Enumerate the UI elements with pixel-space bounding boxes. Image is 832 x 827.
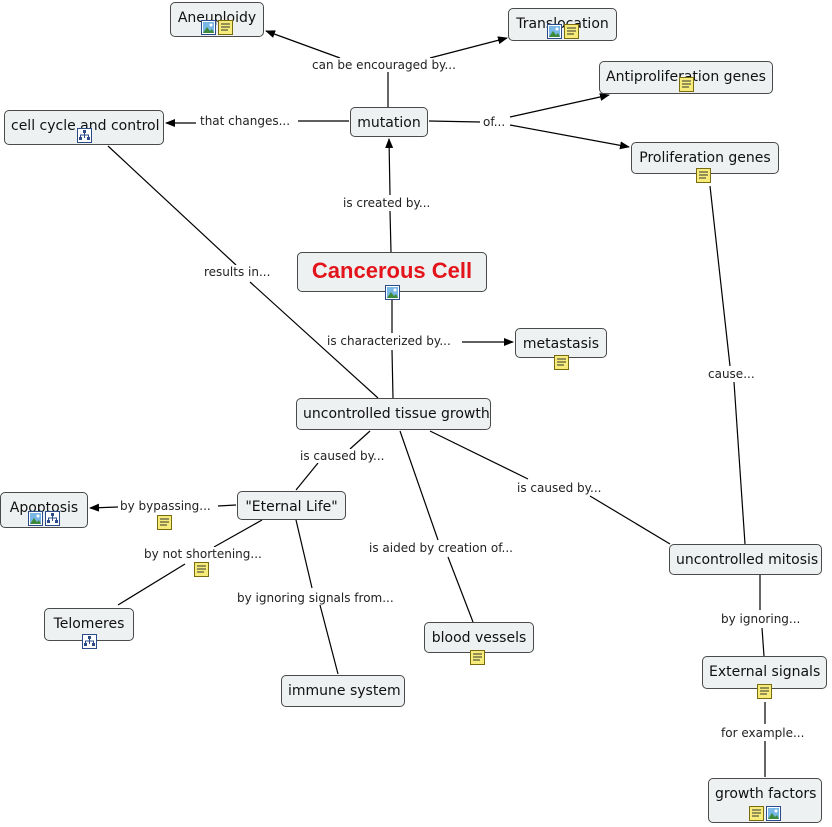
edge-of-to-antiproliferation xyxy=(509,93,610,118)
edge-ignoring-signals-to-immune xyxy=(319,604,339,675)
concept-map-resource-icon[interactable] xyxy=(76,128,92,143)
concept-label: growth factors xyxy=(715,786,817,802)
edge-encouraged-to-aneuploidy xyxy=(265,30,341,59)
note-resource-icon[interactable] xyxy=(470,650,485,665)
image-resource-icon[interactable] xyxy=(201,20,216,35)
edge-mutation-to-of-label xyxy=(428,120,481,123)
concept-label: Telomeres xyxy=(53,616,125,632)
note-resource-icon[interactable] xyxy=(218,20,233,35)
note-resource-icon[interactable] xyxy=(554,355,569,370)
concept-external-signals[interactable]: External signals xyxy=(702,656,827,689)
edge-cellcycle-to-results-label xyxy=(107,145,237,266)
link-that-changes[interactable]: that changes... xyxy=(198,114,293,128)
edge-eternal-to-bypassing-label xyxy=(217,504,237,507)
concept-eternal-life[interactable]: "Eternal Life" xyxy=(237,491,346,520)
edge-bypassing-to-apoptosis xyxy=(89,503,119,512)
concept-label: Apoptosis xyxy=(9,500,79,516)
concept-blood-vessels[interactable]: blood vessels xyxy=(424,622,534,653)
edge-eternal-to-shortening-label xyxy=(213,519,263,548)
edge-characterized-to-growth xyxy=(391,349,394,399)
concept-metastasis[interactable]: metastasis xyxy=(515,328,607,358)
note-resource-icon[interactable] xyxy=(749,806,764,821)
edge-cause-to-mitosis xyxy=(733,381,746,545)
link-for-example[interactable]: for example... xyxy=(719,726,807,740)
concept-growth-factors[interactable]: growth factors xyxy=(708,778,822,823)
image-resource-icon[interactable] xyxy=(546,24,562,39)
image-resource-icon[interactable] xyxy=(766,806,781,821)
concept-label: Proliferation genes xyxy=(639,150,771,166)
edge-shortening-to-telomeres xyxy=(117,563,186,606)
concept-label: blood vessels xyxy=(431,630,527,646)
concept-label: uncontrolled tissue growth xyxy=(303,406,490,422)
edge-causedby2-to-mitosis xyxy=(589,495,671,545)
concept-immune-system[interactable]: immune system xyxy=(281,675,405,707)
edge-of-to-proliferation xyxy=(509,124,630,150)
concept-label: Aneuploidy xyxy=(177,10,257,26)
edge-encouraged-to-translocation xyxy=(429,36,508,59)
note-resource-icon[interactable] xyxy=(157,515,172,530)
concept-translocation[interactable]: Translocation xyxy=(508,8,617,41)
concept-cell-cycle-and-control[interactable]: cell cycle and control xyxy=(4,110,164,145)
edge-growth-to-causedby1-label xyxy=(349,430,371,450)
link-by-ignoring-signals-from[interactable]: by ignoring signals from... xyxy=(235,591,396,605)
edge-causedby1-to-eternal xyxy=(295,462,319,491)
concept-map-resource-icon[interactable] xyxy=(82,634,97,649)
edge-aided-to-bloodvessels xyxy=(447,556,474,623)
concept-label: metastasis xyxy=(522,336,600,352)
edge-growth-to-causedby2-label xyxy=(429,430,529,480)
link-is-created-by[interactable]: is created by... xyxy=(341,196,433,210)
edge-proliferation-to-cause-label xyxy=(709,185,731,367)
concept-label: "Eternal Life" xyxy=(245,499,338,515)
concept-label: External signals xyxy=(709,664,821,680)
image-resource-icon[interactable] xyxy=(385,285,400,300)
note-resource-icon[interactable] xyxy=(194,562,209,577)
concept-mutation[interactable]: mutation xyxy=(350,107,428,137)
edge-results-to-growth xyxy=(249,281,379,399)
link-by-not-shortening[interactable]: by not shortening... xyxy=(142,547,264,561)
concept-uncontrolled-tissue-growth[interactable]: uncontrolled tissue growth xyxy=(296,398,491,430)
concept-label: cell cycle and control xyxy=(11,118,160,134)
note-resource-icon[interactable] xyxy=(757,684,772,699)
main-concept-label: Cancerous Cell xyxy=(311,258,473,283)
edge-ignoring-to-external xyxy=(761,627,765,657)
link-is-aided-by-creation-of[interactable]: is aided by creation of... xyxy=(367,541,515,555)
concept-map-resource-icon[interactable] xyxy=(45,511,60,526)
link-of[interactable]: of... xyxy=(481,115,508,129)
concept-aneuploidy[interactable]: Aneuploidy xyxy=(170,2,264,37)
concept-apoptosis[interactable]: Apoptosis xyxy=(0,492,88,528)
edge-created-to-mutation xyxy=(385,138,394,196)
link-is-characterized-by[interactable]: is characterized by... xyxy=(325,334,453,348)
link-cause[interactable]: cause... xyxy=(706,367,757,381)
concept-label: uncontrolled mitosis xyxy=(676,552,819,568)
edge-eternal-to-ignoring-signals-label xyxy=(295,519,313,589)
concept-label: mutation xyxy=(357,115,421,131)
link-is-caused-by-mitosis[interactable]: is caused by... xyxy=(515,481,604,495)
link-by-bypassing[interactable]: by bypassing... xyxy=(118,499,213,513)
link-results-in[interactable]: results in... xyxy=(202,265,273,279)
note-resource-icon[interactable] xyxy=(696,168,711,183)
note-resource-icon[interactable] xyxy=(563,24,579,39)
concept-uncontrolled-mitosis[interactable]: uncontrolled mitosis xyxy=(669,544,822,575)
link-by-ignoring[interactable]: by ignoring... xyxy=(719,612,803,626)
edge-cell-to-created-label xyxy=(389,210,392,253)
link-is-caused-by-eternal-life[interactable]: is caused by... xyxy=(298,449,387,463)
note-resource-icon[interactable] xyxy=(678,77,694,92)
edge-growth-to-aided-label xyxy=(399,430,439,541)
concept-label: immune system xyxy=(288,683,401,699)
concept-label: Translocation xyxy=(516,16,609,32)
image-resource-icon[interactable] xyxy=(28,511,43,526)
link-can-be-encouraged-by[interactable]: can be encouraged by... xyxy=(310,58,458,72)
concept-antiproliferation-genes[interactable]: Antiproliferation genes xyxy=(599,61,773,94)
